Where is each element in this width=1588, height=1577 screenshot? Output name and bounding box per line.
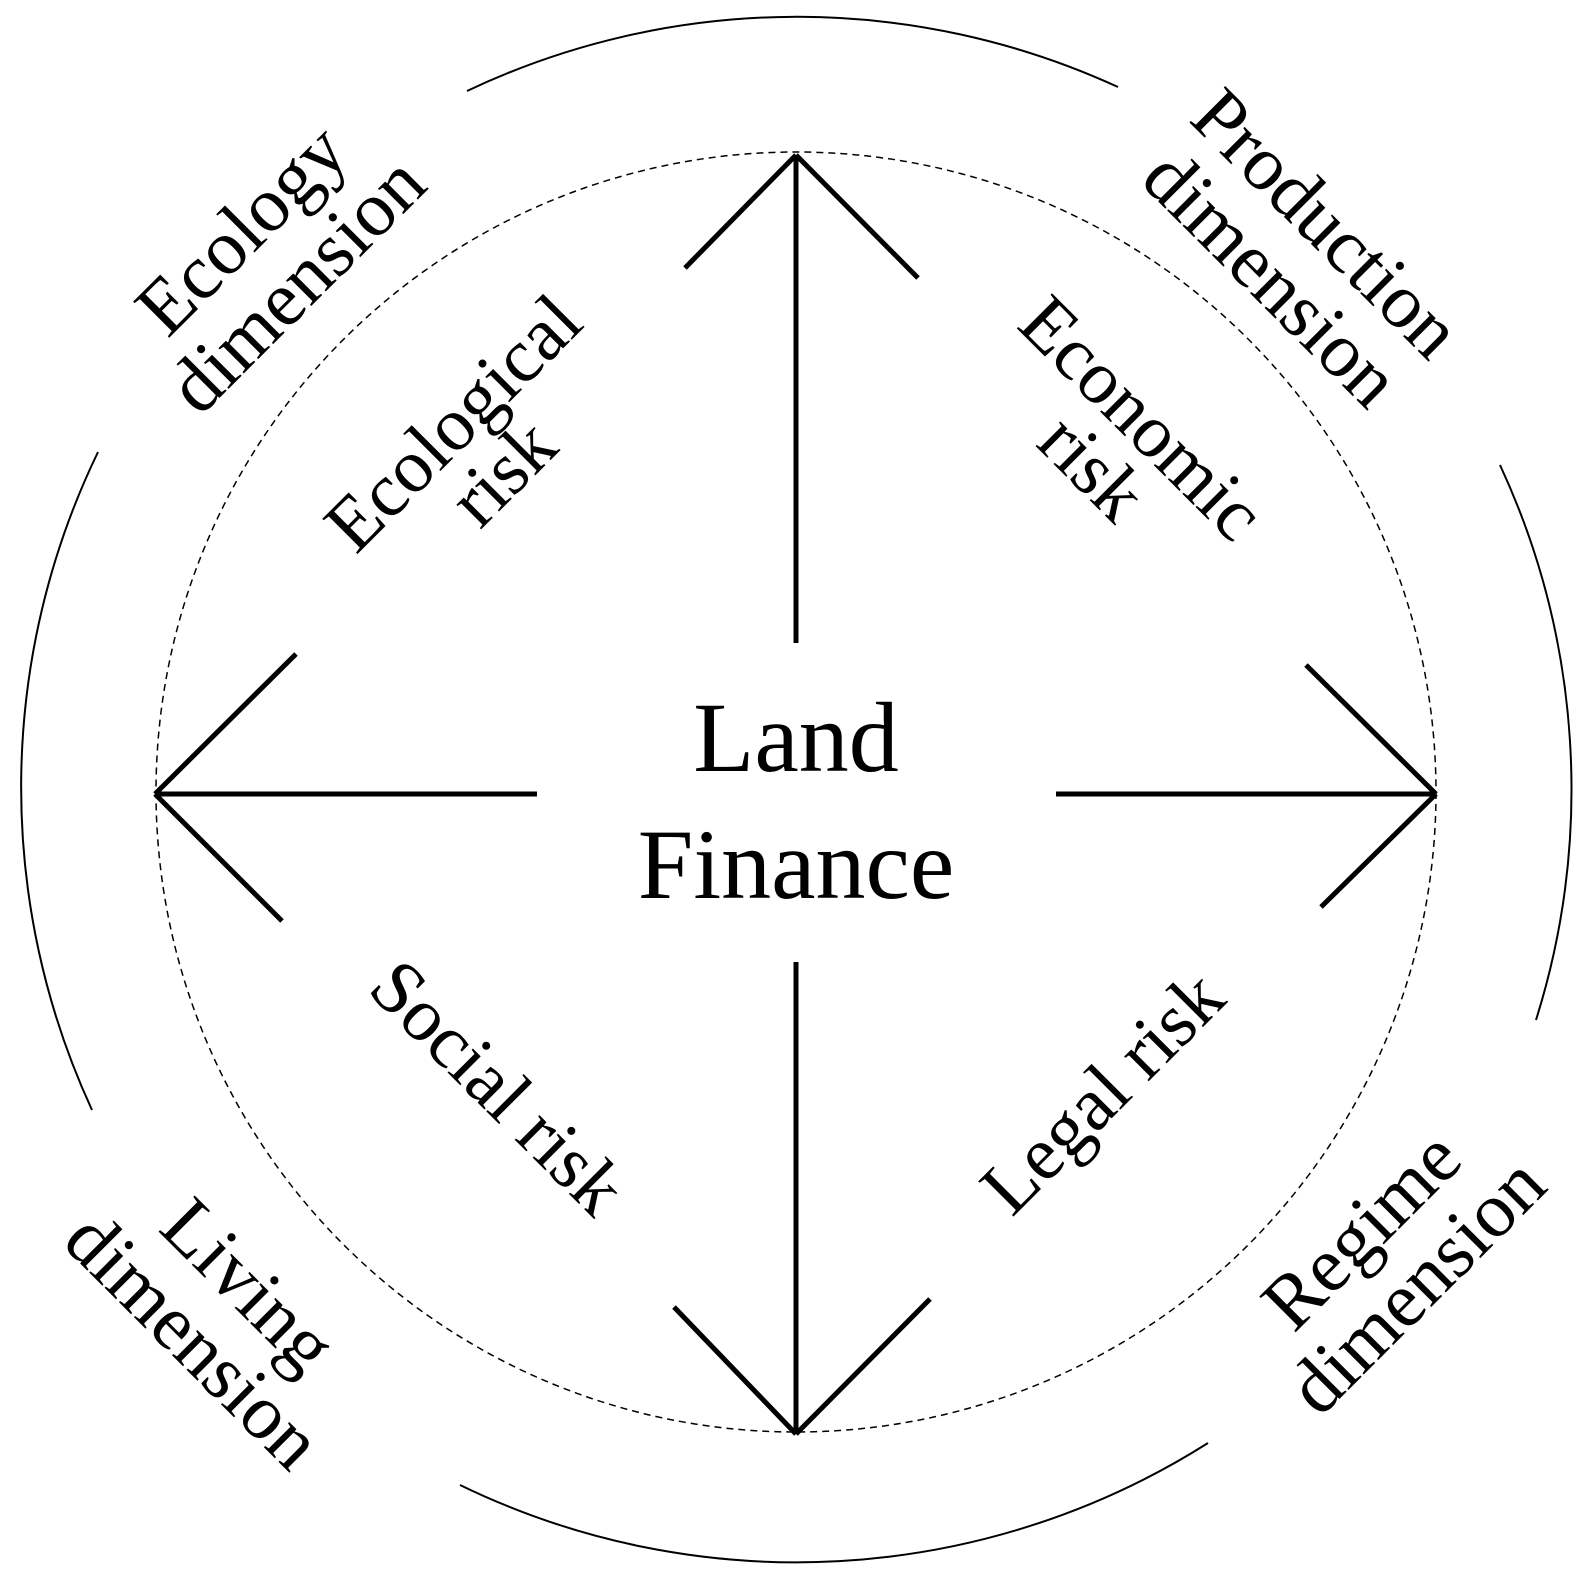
- legal-risk-line1: Legal risk: [964, 954, 1240, 1230]
- arrows: [153, 153, 1438, 1436]
- arrow-left: [153, 652, 537, 923]
- arrow-down: [672, 962, 932, 1436]
- social-risk-line1: Social risk: [354, 943, 642, 1231]
- ecological-risk-line1: Ecological: [308, 278, 597, 567]
- regime-dimension-label: Regime dimension: [1244, 1113, 1561, 1430]
- center-label-line1: Land: [693, 682, 898, 793]
- outer-arc-left: [20, 451, 99, 1111]
- ecology-dimension-label: Ecology dimension: [118, 106, 441, 429]
- arrow-up: [683, 153, 920, 643]
- social-risk-label: Social risk: [354, 943, 642, 1231]
- arrow-right: [1056, 663, 1438, 909]
- outer-arc-top: [466, 15, 1119, 92]
- legal-risk-label: Legal risk: [964, 954, 1240, 1230]
- outer-arc-bottom: [459, 1442, 1209, 1564]
- center-label-line2: Finance: [638, 809, 955, 920]
- outer-ring: [20, 15, 1573, 1564]
- economic-risk-label: Economic risk: [1003, 279, 1280, 556]
- production-dimension-label: Production dimension: [1126, 71, 1479, 424]
- economic-risk-line1: Economic: [1003, 279, 1280, 556]
- ecological-risk-label: Ecological risk: [308, 278, 597, 567]
- outer-arc-right: [1499, 464, 1573, 1021]
- living-dimension-label: Living dimension: [48, 1180, 353, 1485]
